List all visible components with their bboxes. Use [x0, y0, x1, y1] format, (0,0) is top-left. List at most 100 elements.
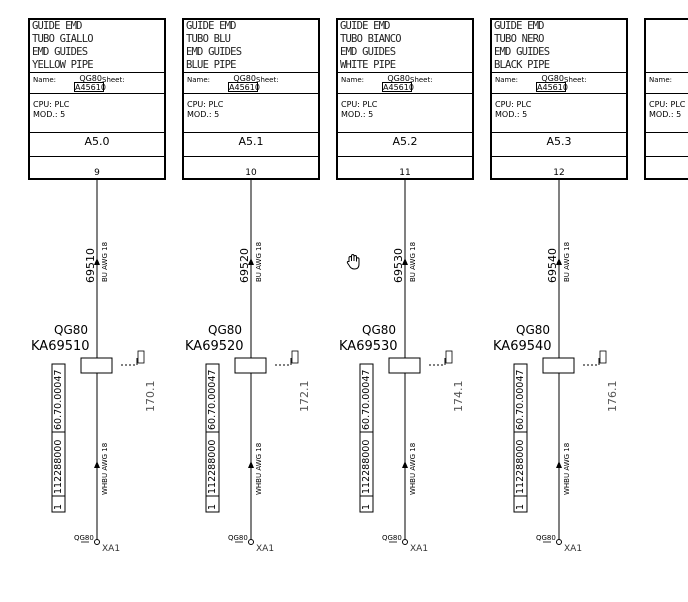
description-line: TUBO BIANCO [340, 33, 402, 45]
wire-type-bottom: WHBU AWG 18 [101, 442, 109, 495]
sheet-label: Sheet: [256, 76, 279, 84]
description-line: GUIDE EMD [32, 20, 82, 32]
divider [338, 132, 472, 133]
code-top: QG80 [233, 74, 256, 83]
location-label: A5.3 [546, 135, 572, 148]
part-index: 1 [207, 503, 218, 510]
part-column-1 [205, 363, 220, 513]
divider [492, 93, 626, 94]
description-line: GUIDE EMD [494, 20, 545, 32]
coil-box-0 [80, 357, 113, 374]
description-line: BLUE PIPE [186, 59, 237, 71]
code-top: QG80 [79, 74, 102, 83]
cpu-label: CPU: PLC [341, 100, 378, 109]
part-number: 112288000 [515, 439, 526, 494]
terminal-right: XA1 [564, 544, 583, 554]
location-label: A5.1 [238, 135, 264, 148]
terminal-left: QG80 [536, 534, 556, 542]
description-line: GUIDE EMD [340, 20, 390, 32]
wire-number: 69520 [238, 248, 251, 283]
terminal-1 [248, 539, 254, 545]
divider [184, 156, 318, 157]
device-tag: KA69530 [339, 339, 398, 354]
name-label: Name: [495, 76, 519, 84]
device-label: QG80 [362, 323, 397, 337]
cpu-label: CPU: PLC [33, 100, 70, 109]
sheet-label: Sheet: [564, 76, 587, 84]
terminal-2 [402, 539, 408, 545]
part-index: 1 [515, 503, 526, 510]
description-line: TUBO NERO [494, 33, 545, 45]
contact-symbol-0 [137, 350, 145, 364]
divider [30, 156, 164, 157]
device-tag: KA69540 [493, 339, 552, 354]
name-label: Name: [341, 76, 365, 84]
wire-type-top: BU AWG 18 [101, 241, 109, 282]
description-line: YELLOW PIPE [32, 59, 94, 71]
terminal-left: QG80 [228, 534, 248, 542]
wire-number: 69540 [546, 248, 559, 283]
partial-mod-label: MOD.: 5 [649, 110, 682, 119]
terminal-right: XA1 [410, 544, 429, 554]
code-box: A45610 [74, 82, 106, 92]
contact-symbol-3 [599, 350, 607, 364]
terminal-right: XA1 [256, 544, 275, 554]
terminal-left: QG80 [382, 534, 402, 542]
divider [338, 72, 472, 73]
part-column-2 [359, 363, 374, 513]
partial-name-label: Name: [649, 76, 673, 84]
device-tag: KA69510 [31, 339, 90, 354]
divider [184, 72, 318, 73]
divider [184, 93, 318, 94]
wire-arrow-top-2 [402, 258, 408, 265]
code-top: QG80 [387, 74, 410, 83]
wire-arrow-bottom-1 [248, 461, 254, 468]
wire-arrow-top-3 [556, 258, 562, 265]
part-code: 60.70.00047 [361, 369, 372, 430]
divider [338, 156, 472, 157]
mod-label: MOD.: 5 [187, 110, 220, 119]
sheet-label: Sheet: [410, 76, 433, 84]
description-line: TUBO BLU [186, 33, 231, 45]
pin-number: 12 [553, 168, 565, 178]
device-label: QG80 [54, 323, 89, 337]
terminal-3 [556, 539, 562, 545]
code-bottom: A45610 [229, 83, 260, 92]
location-label: A5.0 [84, 135, 110, 148]
pin-number: 10 [245, 168, 257, 178]
wire-arrow-bottom-3 [556, 461, 562, 468]
cpu-label: CPU: PLC [495, 100, 532, 109]
mod-label: MOD.: 5 [33, 110, 66, 119]
part-code: 60.70.00047 [53, 369, 64, 430]
description-line: GUIDE EMD [186, 20, 237, 32]
partial-cpu-label: CPU: PLC [649, 100, 686, 109]
location-label: A5.2 [392, 135, 418, 148]
divider [338, 93, 472, 94]
description-line: WHITE PIPE [340, 59, 396, 71]
ref-number: 172.1 [298, 380, 311, 413]
part-code: 60.70.00047 [207, 369, 218, 430]
divider [30, 93, 164, 94]
ref-number: 176.1 [606, 380, 619, 413]
divider [492, 132, 626, 133]
device-label: QG80 [516, 323, 551, 337]
code-bottom: A45610 [537, 83, 568, 92]
divider [492, 72, 626, 73]
description-line: EMD GUIDES [32, 46, 88, 58]
part-number: 112288000 [361, 439, 372, 494]
hand-grab-icon [344, 252, 364, 272]
terminal-right: XA1 [102, 544, 121, 554]
wire-arrow-top-0 [94, 258, 100, 265]
wire-type-bottom: WHBU AWG 18 [563, 442, 571, 495]
wire-type-bottom: WHBU AWG 18 [409, 442, 417, 495]
code-box: A45610 [536, 82, 568, 92]
